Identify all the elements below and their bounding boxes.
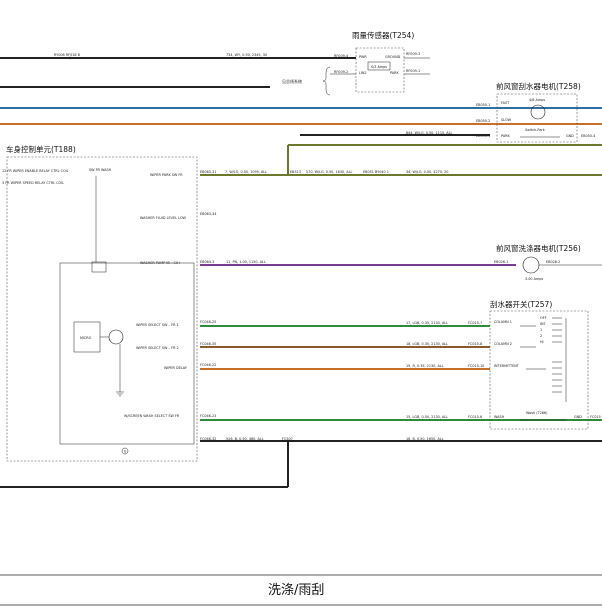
wire-park-2: EB513 (290, 170, 301, 174)
wiper-motor-park-wire: 844, W/LG, 0.50, 1115, ALL (406, 131, 452, 135)
wire-bottom-1: 526, B, 0.50, 480, ALL (226, 437, 264, 441)
rain-sensor-pin-pwr: PWR (359, 55, 367, 59)
bcm-pin-delay: WIPER DELAY (164, 366, 188, 370)
bcm-conn-fluid: EB063-34 (200, 212, 216, 216)
wiper-motor-pin-fast: FAST (501, 101, 510, 105)
wire-bottom-2: FC507 (282, 437, 293, 441)
rain-sensor-conn-4: RF009-1 (406, 69, 420, 73)
wire-bottom-3: 16, B, 0.50, 1650, ALL (406, 437, 444, 441)
bcm-micro: MICRO (80, 336, 92, 340)
bcm-title: 车身控制单元(T188) (6, 144, 76, 154)
wiper-switch-mini-hi: HI (540, 340, 544, 344)
bcm-transistor (108, 329, 124, 345)
wiper-switch-conn-2: FC015-8 (468, 342, 482, 346)
wiper-switch-pin-gnd: GND (574, 415, 582, 419)
wiper-switch-contact-ticks (552, 317, 562, 393)
bcm-relay-label: SW FR WASH (89, 168, 112, 172)
wiper-switch-mini-off: OFF (540, 316, 547, 320)
wiper-motor-pin-slow: SLOW (501, 118, 512, 122)
bcm-ground-label: G (124, 449, 127, 453)
bcm-conn-sel2: FC046-35 (200, 342, 216, 346)
wire-wash: 15, LGB, 0.50, 2130, ALL (406, 415, 448, 419)
wiper-motor-symbol (530, 104, 546, 120)
rain-sensor-conn-3: RF009-3 (406, 52, 420, 56)
rain-sensor-title: 雨量传感器(T254) (352, 30, 414, 40)
bcm-pin-park: WIPER PARK SW FR (150, 173, 183, 177)
rain-sensor-wire-right: 734, WY, 0.50, 2345, 30 (226, 53, 267, 57)
bcm-left-label-2: 3 FR WIPER SPEED RELAY CTRL COIL (2, 181, 64, 185)
wire-park-3: 570, W/LG, 0.50, 1630, ALL (306, 170, 352, 174)
bcm-ground-symbol (116, 391, 124, 397)
rain-sensor-box (355, 47, 405, 93)
washer-pump-symbol (522, 256, 540, 274)
washer-pump-conn-1: EB026-1 (494, 260, 508, 264)
rain-sensor-wire-left: RY008 RF018 B (54, 53, 81, 57)
bus-bracket (322, 66, 331, 96)
wire-sel2: 18, LGB, 0.35, 2130, ALL (406, 342, 448, 346)
bcm-pin-pump: WASHER PUMP IB – CX I (140, 261, 180, 265)
bus-note: 见总线系统 (282, 78, 302, 84)
wiper-motor-amps: 4/8 Amps (529, 98, 545, 102)
wiper-switch-conn-5: FC015 (590, 415, 601, 419)
bcm-conn-sel1: FC046-25 (200, 320, 216, 324)
bcm-conn-park: EB063-31 (200, 170, 216, 174)
washer-pump-conn-2: EB026-2 (546, 260, 560, 264)
rain-sensor-conn-1: RF009-4 (334, 54, 348, 58)
wiper-motor-switch: Switch-Park (525, 128, 545, 132)
wiper-switch-pin-col1: COLUMN 1 (494, 320, 512, 324)
rain-sensor-amps: S/3 Amps (371, 65, 387, 69)
wiper-switch-conn-4: FC015-6 (468, 415, 482, 419)
bcm-relay-box (91, 261, 107, 273)
washer-pump-title: 前风窗洗涤器电机(T256) (496, 243, 581, 253)
bcm-left-label-1: 12 FR WIPER ENABLE RELAY CTRL COIL (2, 169, 69, 173)
wiper-switch-mini-1: 1 (540, 328, 542, 332)
wiper-motor-title: 前风窗刮水器电机(T258) (496, 81, 581, 91)
wire-delay: 19, R, 0.35, 2130, ALL (406, 364, 444, 368)
rain-sensor-conn-2: RF009-2 (334, 70, 348, 74)
bcm-pin-sel2: WIPER SELECT SW – FR 2 (136, 346, 179, 350)
bcm-inner-box (59, 262, 195, 445)
wiper-switch-pin-wash: WASH (494, 415, 505, 419)
wire-park-1: 7, W/LG, 0.50, 1095, ALL (225, 170, 267, 174)
wiper-motor-pin-park: PARK (501, 134, 511, 138)
rain-sensor-pin-lin2: LIN2 (359, 71, 367, 75)
washer-pump-amps: 3.00 Amps (525, 277, 543, 281)
rain-sensor-pin-park: PARK (390, 71, 400, 75)
wiper-switch-contacts: OFF INT 1 2 HI (540, 316, 562, 393)
wiper-motor-conn-1: EB050-1 (476, 103, 490, 107)
bcm-pin-bottom: FC046-32 (200, 437, 216, 441)
wire-pump: 11, PN, 1.00, 1150, ALL (226, 260, 266, 264)
wire-park-5: 34, W/LG, 0.50, 4270, 20 (406, 170, 448, 174)
wiper-switch-pin-col2: COLUMN 2 (494, 342, 512, 346)
wiper-switch-wash-label: Wash (T266) (526, 411, 548, 415)
wiper-motor-pin-gnd: GND (566, 134, 574, 138)
wire-park-4: EB051 BY040 1 (363, 170, 389, 174)
footer-title: 洗涤/雨刮 (268, 583, 324, 598)
wiper-switch-box (489, 310, 589, 430)
wiper-motor-conn-2: EB050-2 (476, 119, 490, 123)
wiper-motor-conn-4: EB050-4 (581, 134, 595, 138)
wiper-motor-conn-3: EB050-3 (476, 134, 490, 138)
bcm-ground-mark (121, 447, 129, 455)
wire-sel1: 17, LGB, 0.35, 2130, ALL (406, 321, 448, 325)
bcm-conn-delay: FC046-22 (200, 363, 216, 367)
rain-sensor-pin-ground: GROUND (385, 55, 401, 59)
wiper-switch-mini-int: INT (540, 322, 547, 326)
bcm-pin-wash: W/SCREEN WASH SELECT SW FR (124, 414, 180, 418)
wiper-switch-conn-1: FC015-7 (468, 321, 482, 325)
bcm-box (6, 156, 198, 462)
wiper-motor-box (496, 93, 578, 143)
wiper-switch-title: 刮水器开关(T257) (490, 299, 552, 309)
bcm-pin-fluid: WASHER FLUID LEVEL LOW (140, 216, 187, 220)
wiper-switch-conn-3: FC015-10 (468, 364, 484, 368)
splice-dot (68, 56, 72, 60)
wiper-switch-pin-int: INTERMITTENT (494, 364, 520, 368)
wiper-switch-mini-2: 2 (540, 334, 542, 338)
bcm-pin-sel1: WIPER SELECT SW – FR 1 (136, 323, 179, 327)
bcm-conn-pump: EB064-3 (200, 260, 214, 264)
bcm-conn-wash: FC046-23 (200, 414, 216, 418)
rain-sensor-inner (367, 61, 391, 71)
